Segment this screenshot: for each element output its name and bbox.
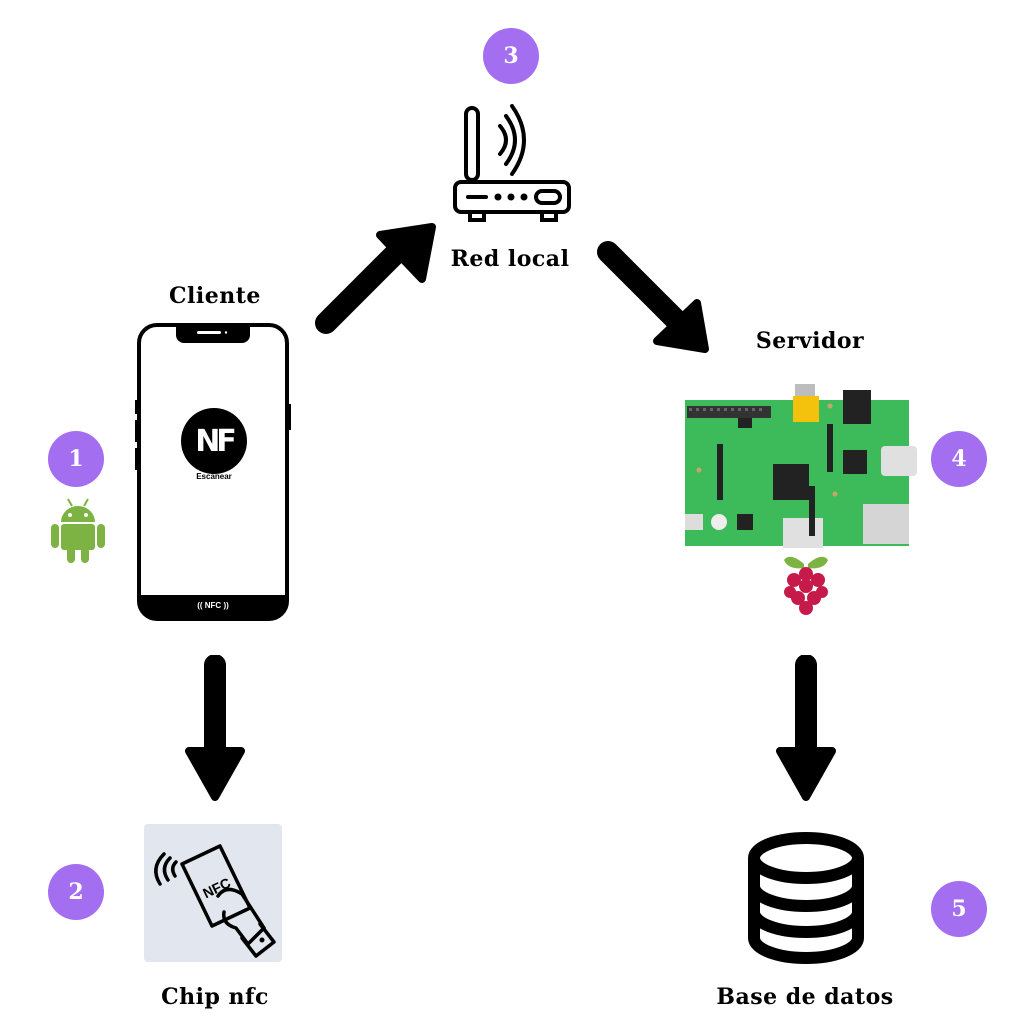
android-icon [50, 497, 106, 565]
server-label: Servidor [755, 328, 865, 354]
step-badge-3: 3 [483, 28, 539, 84]
router-icon [448, 98, 578, 226]
nfc-strip-text: NFC [204, 601, 222, 610]
database-icon [744, 830, 868, 966]
arrow-network-to-server [593, 237, 718, 362]
nfc-app-logo[interactable]: NF [181, 408, 247, 474]
phone-illustration: NF Escanear (( NFC )) [133, 322, 293, 622]
nfc-chip-illustration: NFC [144, 824, 282, 962]
chip-card-text: NFC [200, 874, 233, 901]
app-label: Escanear [196, 472, 232, 481]
arrow-client-to-chip [183, 655, 247, 805]
client-label: Cliente [169, 283, 261, 309]
nfc-waves-right-icon: )) [223, 601, 229, 610]
step-badge-4: 4 [931, 431, 987, 487]
raspberry-pi-logo [780, 550, 832, 616]
raspberry-pi-board [685, 384, 935, 554]
nfc-strip: (( NFC )) [183, 601, 243, 610]
step-badge-5: 5 [931, 881, 987, 937]
network-label: Red local [450, 246, 570, 272]
arrow-client-to-network [310, 215, 440, 340]
app-logo-text: NF [195, 423, 237, 459]
chip-label: Chip nfc [161, 984, 269, 1010]
step-badge-1: 1 [48, 431, 104, 487]
nfc-waves-left-icon: (( [197, 601, 203, 610]
database-label: Base de datos [716, 984, 894, 1010]
step-badge-2: 2 [48, 864, 104, 920]
arrow-server-to-database [774, 655, 838, 805]
